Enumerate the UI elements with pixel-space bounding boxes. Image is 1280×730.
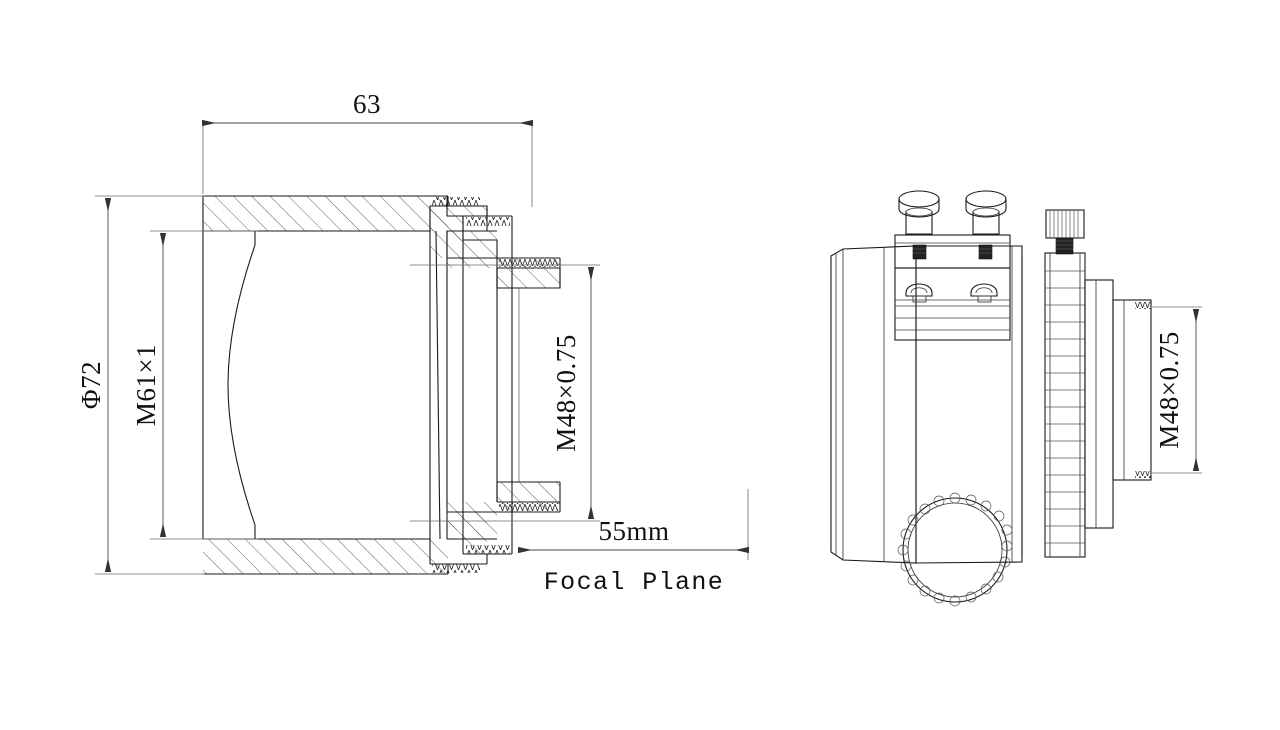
bracket-screw-right-shank xyxy=(977,295,992,303)
thread-m48-lower xyxy=(499,503,558,511)
dim-back-focus: 55mm Focal Plane xyxy=(518,489,749,597)
hatch-shoulder-upper xyxy=(447,231,497,268)
bracket-screw-left[interactable] xyxy=(905,283,933,303)
focus-knob-knurl xyxy=(897,492,1013,607)
thread-m61-lower xyxy=(432,564,480,573)
hatch-main-lower xyxy=(203,539,431,574)
dimension-group-right: M48×0.75 xyxy=(1152,306,1202,474)
tension-thumbscrew[interactable] xyxy=(1045,209,1085,255)
nosepiece-body xyxy=(1112,299,1152,481)
thread-m48-upper xyxy=(499,259,558,267)
nosepiece-thread-top xyxy=(1135,302,1151,309)
dim-label-55mm: 55mm xyxy=(598,516,669,546)
m48-nosepiece xyxy=(1112,299,1152,481)
knurl-ribs xyxy=(1045,270,1085,544)
thread-profiles-upper xyxy=(432,197,558,267)
bracket-screw-right-head[interactable] xyxy=(970,283,998,297)
lock-screw-left[interactable] xyxy=(912,244,927,260)
upper-section-hatch xyxy=(203,196,560,288)
dim-label-m48-left: M48×0.75 xyxy=(551,334,581,451)
bracket-screw-left-shank xyxy=(912,295,927,303)
lock-screw-right[interactable] xyxy=(978,244,993,260)
thumbscrew-right-shank[interactable] xyxy=(972,211,1000,235)
bracket-lower-body xyxy=(894,267,1011,341)
focal-plane-label: Focal Plane xyxy=(544,568,724,597)
bracket-screw-left-detail xyxy=(910,287,928,294)
dim-label-m61: M61×1 xyxy=(131,344,161,426)
lock-screw-left-head[interactable] xyxy=(912,244,927,260)
tension-screw-shank xyxy=(1055,237,1074,255)
thread-m61-upper xyxy=(432,197,480,206)
thumbscrew-left[interactable] xyxy=(898,190,940,235)
thumbscrew-right-collar xyxy=(972,207,1000,217)
thread-mid-upper xyxy=(466,217,510,226)
dovetail-bracket xyxy=(894,234,1011,341)
thumbscrew-right[interactable] xyxy=(965,190,1007,235)
focus-knob[interactable] xyxy=(897,492,1013,607)
focus-knob-outer[interactable] xyxy=(902,497,1008,603)
tension-screw-knurl xyxy=(1049,210,1079,238)
dim-front-thread: M61×1 xyxy=(131,230,258,540)
thread-profiles-lower xyxy=(432,503,558,573)
dim-label-63: 63 xyxy=(353,89,381,119)
dim-label-m48-right: M48×0.75 xyxy=(1154,331,1184,448)
dim-rear-thread-right: M48×0.75 xyxy=(1152,306,1202,474)
dim-outer-diameter: Φ72 xyxy=(76,195,205,575)
nosepiece-thread-bottom xyxy=(1135,471,1151,478)
lens-rear-face-2 xyxy=(435,230,441,540)
thumbscrew-right-cap-side[interactable] xyxy=(965,199,1007,218)
lock-screw-right-head[interactable] xyxy=(978,244,993,260)
thread-mid-lower xyxy=(466,545,510,554)
bracket-screw-right[interactable] xyxy=(970,283,998,303)
dimension-group-left: 63 Φ72 M61×1 M48×0.75 55mm Fo xyxy=(76,89,749,597)
dim-label-phi72: Φ72 xyxy=(76,361,106,409)
hatch-shoulder-lower xyxy=(447,502,497,539)
dim-rear-thread-left: M48×0.75 xyxy=(410,264,600,522)
bracket-screw-right-detail xyxy=(975,287,993,294)
thumbscrew-left-collar xyxy=(905,207,933,217)
bracket-screw-left-head[interactable] xyxy=(905,283,933,297)
dim-overall-length: 63 xyxy=(202,89,533,207)
tension-screw-thread xyxy=(1056,240,1073,250)
thumbscrew-left-shank[interactable] xyxy=(905,211,933,235)
thumbscrew-left-cap-side[interactable] xyxy=(898,199,940,218)
hatch-main-upper xyxy=(203,196,431,231)
inner-bore-lines xyxy=(446,240,520,530)
lens-curved-surface xyxy=(227,244,256,526)
right-side-elevation-view xyxy=(830,190,1152,607)
